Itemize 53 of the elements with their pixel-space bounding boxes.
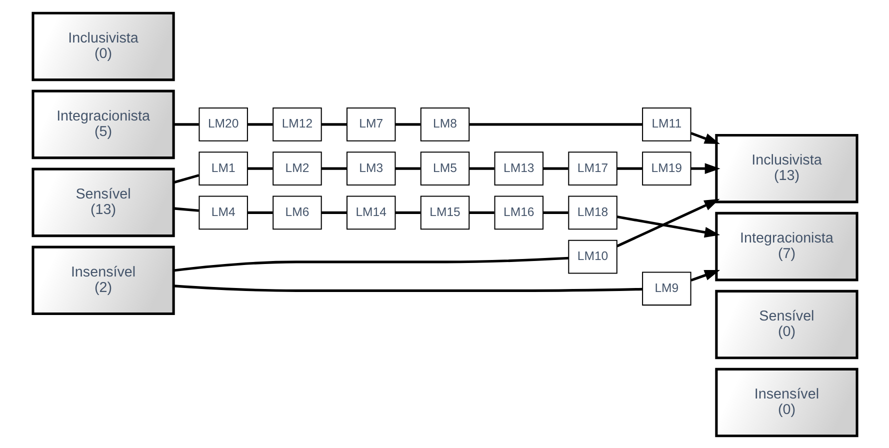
arrow	[616, 198, 720, 247]
connector	[394, 166, 420, 170]
connector	[320, 210, 346, 214]
node-box: LM3	[346, 151, 396, 185]
connector	[320, 122, 346, 126]
node-box: LM6	[272, 195, 322, 230]
arrow	[690, 131, 720, 144]
node-box: LM17	[568, 151, 617, 185]
connector	[247, 210, 272, 214]
arrow	[690, 269, 720, 282]
node-box: LM12	[272, 107, 322, 141]
node-box: LM18	[568, 195, 617, 230]
connector	[468, 166, 494, 170]
node-box: LM14	[346, 195, 396, 230]
connector	[469, 122, 642, 126]
node-box: LM1	[198, 151, 248, 185]
arrow	[616, 215, 720, 238]
connector	[173, 256, 568, 272]
node-box: LM5	[420, 151, 470, 185]
connector	[394, 210, 420, 214]
node-box: Inclusivista (13)	[714, 133, 858, 203]
connector	[173, 284, 642, 292]
node-box: Integracionista (7)	[714, 211, 858, 281]
connector	[173, 122, 198, 126]
node-box: LM7	[346, 107, 396, 141]
node-box: LM4	[198, 195, 248, 230]
connector	[542, 210, 568, 214]
connector	[394, 122, 420, 126]
node-box: LM16	[494, 195, 544, 230]
node-box: LM10	[568, 239, 617, 274]
node-box: Inclusivista (0)	[31, 11, 174, 81]
node-box: Sensível (13)	[31, 167, 174, 237]
node-box: Insensível (2)	[31, 245, 174, 315]
connector	[172, 174, 199, 184]
connector	[542, 166, 568, 170]
node-box: LM2	[272, 151, 322, 185]
arrow	[690, 162, 720, 174]
node-box: Sensível (0)	[714, 289, 858, 359]
node-box: LM19	[642, 151, 691, 185]
node-box: Insensível (0)	[714, 367, 858, 437]
node-box: LM8	[420, 107, 470, 141]
node-box: LM11	[642, 107, 691, 141]
connector	[616, 166, 642, 170]
connector	[173, 206, 198, 212]
node-box: LM9	[642, 271, 691, 306]
connector	[247, 166, 272, 170]
connector	[320, 166, 346, 170]
node-box: LM20	[198, 107, 248, 141]
node-box: LM13	[494, 151, 544, 185]
connector	[247, 122, 272, 126]
node-box: Integracionista (5)	[31, 89, 174, 159]
connector	[468, 210, 494, 214]
node-box: LM15	[420, 195, 470, 230]
